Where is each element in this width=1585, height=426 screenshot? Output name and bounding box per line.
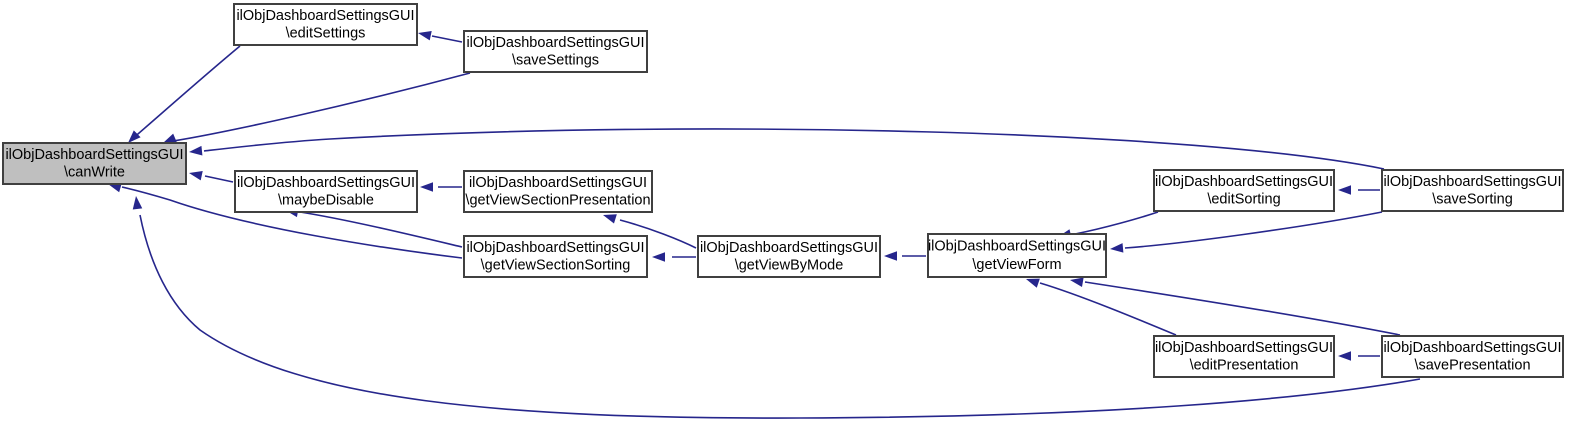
node-label-line1-getViewSectionPresentation: ilObjDashboardSettingsGUI xyxy=(469,175,647,191)
node-label-line1-canWrite: ilObjDashboardSettingsGUI xyxy=(5,147,183,163)
node-label-line1-savePresentation: ilObjDashboardSettingsGUI xyxy=(1383,340,1561,356)
edge-saveSettings-to-canWrite-line xyxy=(166,72,471,143)
node-label-line1-saveSettings: ilObjDashboardSettingsGUI xyxy=(466,35,644,51)
edge-saveSorting-to-canWrite-line xyxy=(203,128,1385,170)
edge-editPresentation-to-getViewForm-line xyxy=(1039,282,1177,336)
node-box-saveSorting[interactable] xyxy=(1381,169,1564,212)
node-saveSorting[interactable]: ilObjDashboardSettingsGUI\saveSorting xyxy=(1381,169,1564,212)
edge-saveSorting-to-getViewForm xyxy=(1110,211,1383,253)
node-label-line1-editPresentation: ilObjDashboardSettingsGUI xyxy=(1155,340,1333,356)
node-box-maybeDisable[interactable] xyxy=(234,170,418,213)
node-editSorting[interactable]: ilObjDashboardSettingsGUI\editSorting xyxy=(1153,169,1335,212)
node-savePresentation[interactable]: ilObjDashboardSettingsGUI\savePresentati… xyxy=(1381,335,1564,378)
edge-editSettings-to-canWrite xyxy=(128,45,241,143)
node-box-getViewSectionPresentation[interactable] xyxy=(463,170,653,213)
node-label-line1-saveSorting: ilObjDashboardSettingsGUI xyxy=(1383,174,1561,190)
edge-getViewByMode-to-getViewSectionPresentation-line xyxy=(619,219,697,249)
node-getViewForm[interactable]: ilObjDashboardSettingsGUI \getViewForm xyxy=(927,233,1107,278)
node-label-line2-editSorting: \editSorting xyxy=(1207,191,1280,207)
edge-saveSorting-to-editSorting xyxy=(1338,185,1380,195)
node-editSettings[interactable]: ilObjDashboardSettingsGUI\editSettings xyxy=(233,3,418,46)
edge-getViewByMode-to-getViewSectionPresentation xyxy=(603,214,697,249)
node-getViewByMode[interactable]: ilObjDashboardSettingsGUI\getViewByMode xyxy=(697,235,881,278)
edge-saveSorting-to-getViewForm-line xyxy=(1124,211,1383,249)
node-label-line1-getViewByMode: ilObjDashboardSettingsGUI xyxy=(700,240,878,256)
edge-editSettings-to-canWrite-line xyxy=(130,45,241,141)
edge-getViewSectionSorting-to-canWrite xyxy=(108,182,463,259)
node-editPresentation[interactable]: ilObjDashboardSettingsGUI\editPresentati… xyxy=(1153,335,1335,378)
node-box-canWrite[interactable] xyxy=(2,142,187,185)
node-label-line1-getViewForm: ilObjDashboardSettingsGUI xyxy=(928,239,1106,255)
node-label-line2-saveSettings: \saveSettings xyxy=(512,52,599,68)
edge-savePresentation-to-canWrite-line xyxy=(139,214,1421,419)
node-label-line2-saveSorting: \saveSorting xyxy=(1432,191,1513,207)
node-label-line2-savePresentation: \savePresentation xyxy=(1414,357,1530,373)
node-box-editSettings[interactable] xyxy=(233,3,418,46)
edge-maybeDisable-to-canWrite xyxy=(189,171,234,183)
node-label-line2-canWrite: \canWrite xyxy=(64,164,125,180)
edge-savePresentation-to-getViewForm-line xyxy=(1084,281,1401,336)
node-label-line1-editSettings: ilObjDashboardSettingsGUI xyxy=(236,8,414,24)
edge-getViewSectionSorting-to-maybeDisable-line xyxy=(299,211,463,248)
edge-maybeDisable-to-canWrite-line xyxy=(204,175,234,183)
edge-saveSettings-to-editSettings xyxy=(418,30,463,43)
edge-editPresentation-to-getViewForm xyxy=(1026,278,1177,336)
edge-savePresentation-to-editPresentation xyxy=(1338,351,1380,361)
edge-getViewSectionSorting-to-canWrite-line xyxy=(121,186,463,259)
node-getViewSectionPresentation[interactable]: ilObjDashboardSettingsGUI\getViewSection… xyxy=(463,170,653,213)
edge-saveSorting-to-canWrite xyxy=(189,128,1385,170)
node-box-editSorting[interactable] xyxy=(1153,169,1335,212)
nodes-layer: ilObjDashboardSettingsGUI\canWriteilObjD… xyxy=(2,3,1564,378)
node-label-line2-editPresentation: \editPresentation xyxy=(1190,357,1299,373)
node-maybeDisable[interactable]: ilObjDashboardSettingsGUI\maybeDisable xyxy=(234,170,418,213)
edge-getViewSectionSorting-to-maybeDisable xyxy=(285,207,463,248)
edge-getViewForm-to-getViewByMode xyxy=(884,251,926,261)
node-label-line2-maybeDisable: \maybeDisable xyxy=(278,192,374,208)
node-box-editPresentation[interactable] xyxy=(1153,335,1335,378)
node-label-line2-editSettings: \editSettings xyxy=(286,25,366,41)
edge-editSorting-to-getViewForm-line xyxy=(1074,211,1159,235)
node-box-saveSettings[interactable] xyxy=(463,30,648,73)
node-label-line2-getViewByMode: \getViewByMode xyxy=(735,257,844,273)
node-box-savePresentation[interactable] xyxy=(1381,335,1564,378)
node-label-line2-getViewSectionPresentation: \getViewSectionPresentation xyxy=(465,192,650,208)
node-box-getViewByMode[interactable] xyxy=(697,235,881,278)
node-getViewSectionSorting[interactable]: ilObjDashboardSettingsGUI\getViewSection… xyxy=(463,235,648,278)
edge-saveSettings-to-canWrite xyxy=(163,72,471,143)
edge-savePresentation-to-canWrite xyxy=(132,196,1421,419)
node-label-line1-getViewSectionSorting: ilObjDashboardSettingsGUI xyxy=(466,240,644,256)
edges-layer xyxy=(108,30,1421,419)
edge-savePresentation-to-getViewForm xyxy=(1070,277,1401,336)
edge-getViewSectionPresentation-to-maybeDisable xyxy=(420,182,462,192)
node-label-line2-getViewForm: \getViewForm xyxy=(972,257,1061,273)
node-canWrite[interactable]: ilObjDashboardSettingsGUI\canWrite xyxy=(2,142,187,185)
node-label-line1-editSorting: ilObjDashboardSettingsGUI xyxy=(1155,174,1333,190)
node-box-getViewSectionSorting[interactable] xyxy=(463,235,648,278)
node-saveSettings[interactable]: ilObjDashboardSettingsGUI\saveSettings xyxy=(463,30,648,73)
edge-getViewByMode-to-getViewSectionSorting xyxy=(652,252,696,262)
node-box-getViewForm[interactable] xyxy=(927,233,1107,278)
edge-saveSettings-to-editSettings-line xyxy=(431,35,463,43)
node-label-line1-maybeDisable: ilObjDashboardSettingsGUI xyxy=(237,175,415,191)
node-label-line2-getViewSectionSorting: \getViewSectionSorting xyxy=(481,257,631,273)
